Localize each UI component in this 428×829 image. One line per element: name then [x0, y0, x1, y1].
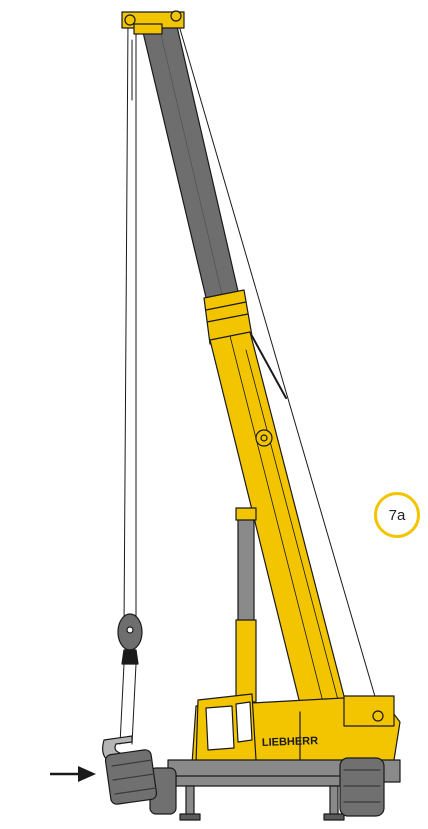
arrow-right-icon: [50, 766, 96, 782]
boom-head: [121, 10, 185, 35]
operator-cab: [195, 693, 257, 765]
boom-guy-rope: [177, 21, 377, 701]
tire-front: [339, 757, 385, 817]
luffing-cylinder: [235, 507, 257, 703]
wheel-set: [149, 757, 385, 817]
boom-side-rod: [251, 335, 287, 399]
brand-lettering: LIEBHERR: [262, 735, 319, 749]
step-badge: 7a: [374, 492, 420, 538]
hook-block-icon: [117, 613, 143, 665]
load-slings: [119, 663, 137, 745]
suspended-load-tire: [104, 749, 158, 805]
hoist-ropes: [123, 19, 137, 629]
step-label: 7a: [388, 506, 406, 524]
